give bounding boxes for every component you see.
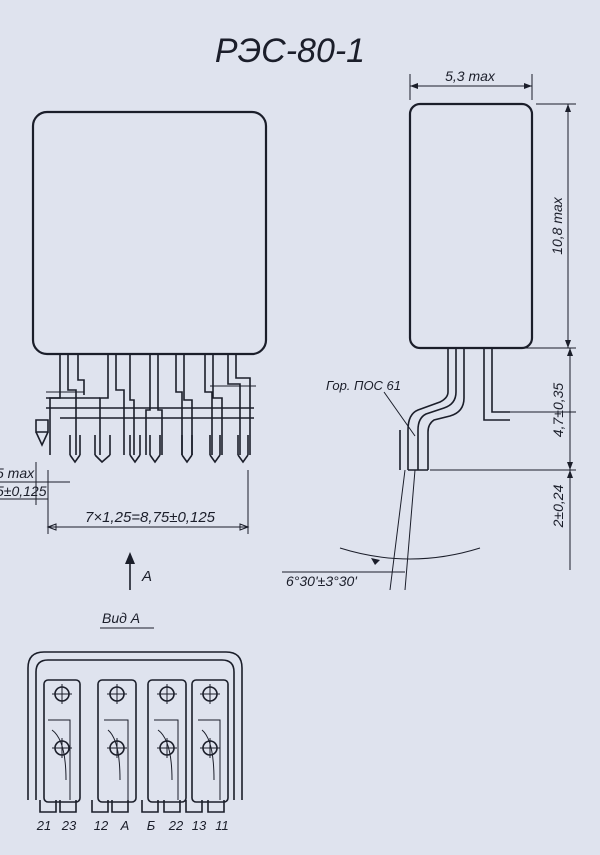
front-view: 7×1,25=8,75±0,125 5 max 5±0,125 А bbox=[0, 110, 268, 590]
terminal-blocks bbox=[43, 679, 229, 803]
pin-label: А bbox=[120, 818, 130, 833]
pin-label: 11 bbox=[215, 818, 229, 833]
relay-body-front bbox=[31, 110, 268, 356]
pin-label: 23 bbox=[61, 818, 77, 833]
pin-label: 12 bbox=[94, 818, 109, 833]
drawing-title: РЭС-80-1 bbox=[215, 32, 365, 70]
bend-angle-text: 6°30'±3°30' bbox=[286, 573, 358, 589]
lead-length-text: 4,7±0,35 bbox=[550, 383, 566, 438]
view-arrow-label: А bbox=[141, 568, 152, 585]
left-dimensions: 5 max 5±0,125 bbox=[0, 462, 70, 505]
view-arrow: А bbox=[125, 552, 152, 590]
view-a: Вид А 21 23 12 А Б bbox=[27, 610, 243, 833]
view-label: Вид А bbox=[102, 610, 140, 626]
front-pins bbox=[35, 354, 256, 464]
width-dimension-text: 5,3 max bbox=[445, 68, 496, 84]
height-dimension-text: 10,8 max bbox=[549, 196, 565, 255]
pin-label: Б bbox=[147, 818, 156, 833]
left-cut-dimension-2: 5±0,125 bbox=[0, 483, 47, 499]
pitch-dimension-text: 7×1,25=8,75±0,125 bbox=[85, 509, 216, 526]
pin-label: 22 bbox=[168, 818, 184, 833]
contact-points bbox=[52, 684, 220, 758]
side-leads bbox=[399, 348, 510, 471]
left-cut-dimension-1: 5 max bbox=[0, 465, 35, 481]
pin-label: 21 bbox=[36, 818, 51, 833]
side-view: 5,3 max 10,8 max 4,7±0,35 2±0,24 Гор. ПО… bbox=[282, 68, 576, 591]
pin-label: 13 bbox=[192, 818, 207, 833]
relay-body-side bbox=[408, 102, 534, 350]
bend-offset-text: 2±0,24 bbox=[550, 484, 566, 528]
pitch-dimension: 7×1,25=8,75±0,125 bbox=[46, 470, 250, 534]
solder-label: Гор. ПОС 61 bbox=[326, 378, 401, 393]
